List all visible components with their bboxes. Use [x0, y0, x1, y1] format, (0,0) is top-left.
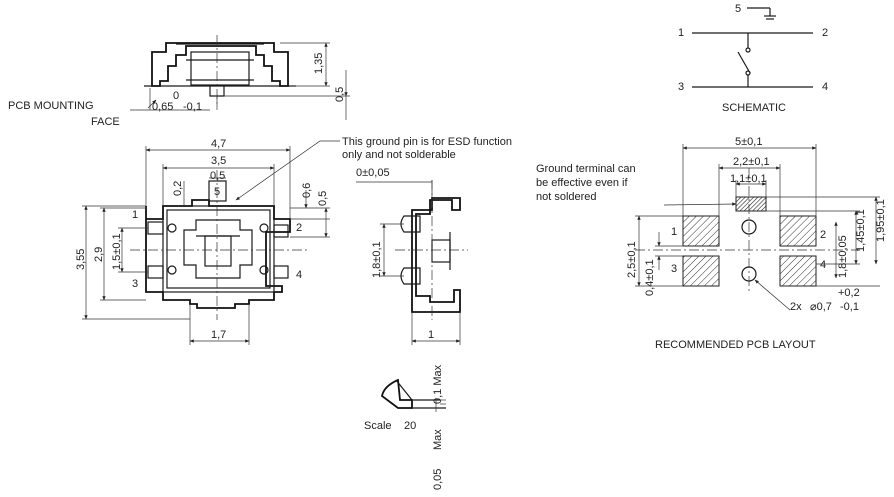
ground-terminal-note-1: Ground terminal can: [536, 163, 636, 175]
dim-355: 3,55: [75, 249, 87, 270]
dim-17: 1,7: [211, 329, 226, 341]
dim-zero-tol: 0±0,05: [356, 167, 390, 179]
pad-4-label: 4: [820, 259, 826, 271]
schematic-title: SCHEMATIC: [722, 102, 786, 114]
detail-view: 0,1 Max Scale 20 Max 0,05: [364, 364, 446, 490]
pcb-face-label: FACE: [91, 116, 120, 128]
dim-side-height: 1,35: [313, 53, 325, 74]
schematic-pin-2: 2: [822, 27, 828, 39]
pad-2-label: 2: [820, 229, 826, 241]
ground-pin-note-2: only and not solderable: [342, 149, 456, 161]
hole-count: 2x: [790, 301, 802, 313]
dim-pitch: 3,5: [211, 155, 226, 167]
dim-29: 2,9: [93, 247, 105, 262]
schematic: 5 1 2 3 4 SCHEMATIC: [678, 3, 828, 114]
pin-4-label: 4: [296, 269, 302, 281]
dim-pcb-5: 5±0,1: [735, 136, 762, 148]
pad-3-label: 3: [671, 263, 677, 275]
dim-18: 1,8±0,1: [371, 241, 383, 278]
scale-label: Scale: [364, 420, 392, 432]
schematic-pin-4: 4: [822, 81, 828, 93]
ground-pin-note-1: This ground pin is for ESD function: [342, 136, 512, 148]
pin-5-label: 5: [214, 186, 220, 198]
ground-terminal-note-3: not soldered: [536, 191, 597, 203]
pcb-layout-title: RECOMMENDED PCB LAYOUT: [655, 339, 816, 351]
dim-pcb-11: 1,1±0,1: [730, 173, 767, 185]
side-view: PCB MOUNTING FACE 0 0,65 -0,1 1,35 0,5: [8, 35, 350, 128]
dim-pcb-08: 1,8±0,05: [837, 235, 849, 278]
dim-06: 0,6: [301, 183, 313, 198]
dim-minus01: -0,1: [183, 101, 202, 113]
hole-tol-plus: +0,2: [838, 287, 860, 299]
dim-005: 0,05: [432, 469, 444, 490]
pad-1-label: 1: [671, 226, 677, 238]
dim-05-right: 0,5: [317, 191, 329, 206]
dim-pcb-22: 2,2±0,1: [733, 156, 770, 168]
top-view: This ground pin is for ESD function only…: [75, 136, 512, 345]
ground-terminal-note-2: be effective even if: [536, 177, 628, 189]
dim-pcb-04: 0,4±0,1: [644, 259, 656, 296]
dim-width: 4,7: [211, 138, 226, 150]
hole-tol-minus: -0,1: [840, 301, 859, 313]
dim-max: Max: [432, 429, 444, 450]
pcb-layout: Ground terminal can be effective even if…: [536, 136, 887, 351]
dim-side-05: 0,5: [334, 87, 346, 102]
pin-3-label: 3: [132, 278, 138, 290]
scale-value: 20: [404, 420, 416, 432]
dim-pcb-145: 1,45±0,1: [855, 209, 867, 252]
dim-01-max: 0,1 Max: [432, 364, 444, 404]
dim-05-top: 0,5: [210, 170, 225, 182]
end-view: 0±0,05 1,8±0,1 1: [356, 167, 468, 345]
pin-2-label: 2: [296, 222, 302, 234]
schematic-pin-1: 1: [678, 27, 684, 39]
dim-065: 0,65: [152, 101, 173, 113]
pin-1-label: 1: [132, 209, 138, 221]
dim-zero: 0: [173, 90, 179, 102]
pcb-mounting-label: PCB MOUNTING: [8, 100, 94, 112]
schematic-pin-5: 5: [735, 3, 741, 15]
dim-pcb-25: 2,5±0,1: [626, 241, 638, 278]
schematic-pin-3: 3: [678, 81, 684, 93]
dim-15: 1,5±0,1: [111, 233, 123, 270]
dim-1: 1: [428, 329, 434, 341]
hole-dia: ⌀0,7: [810, 301, 832, 313]
dim-02: 0,2: [172, 181, 184, 196]
dim-pcb-195: 1,95±0,1: [875, 199, 887, 242]
